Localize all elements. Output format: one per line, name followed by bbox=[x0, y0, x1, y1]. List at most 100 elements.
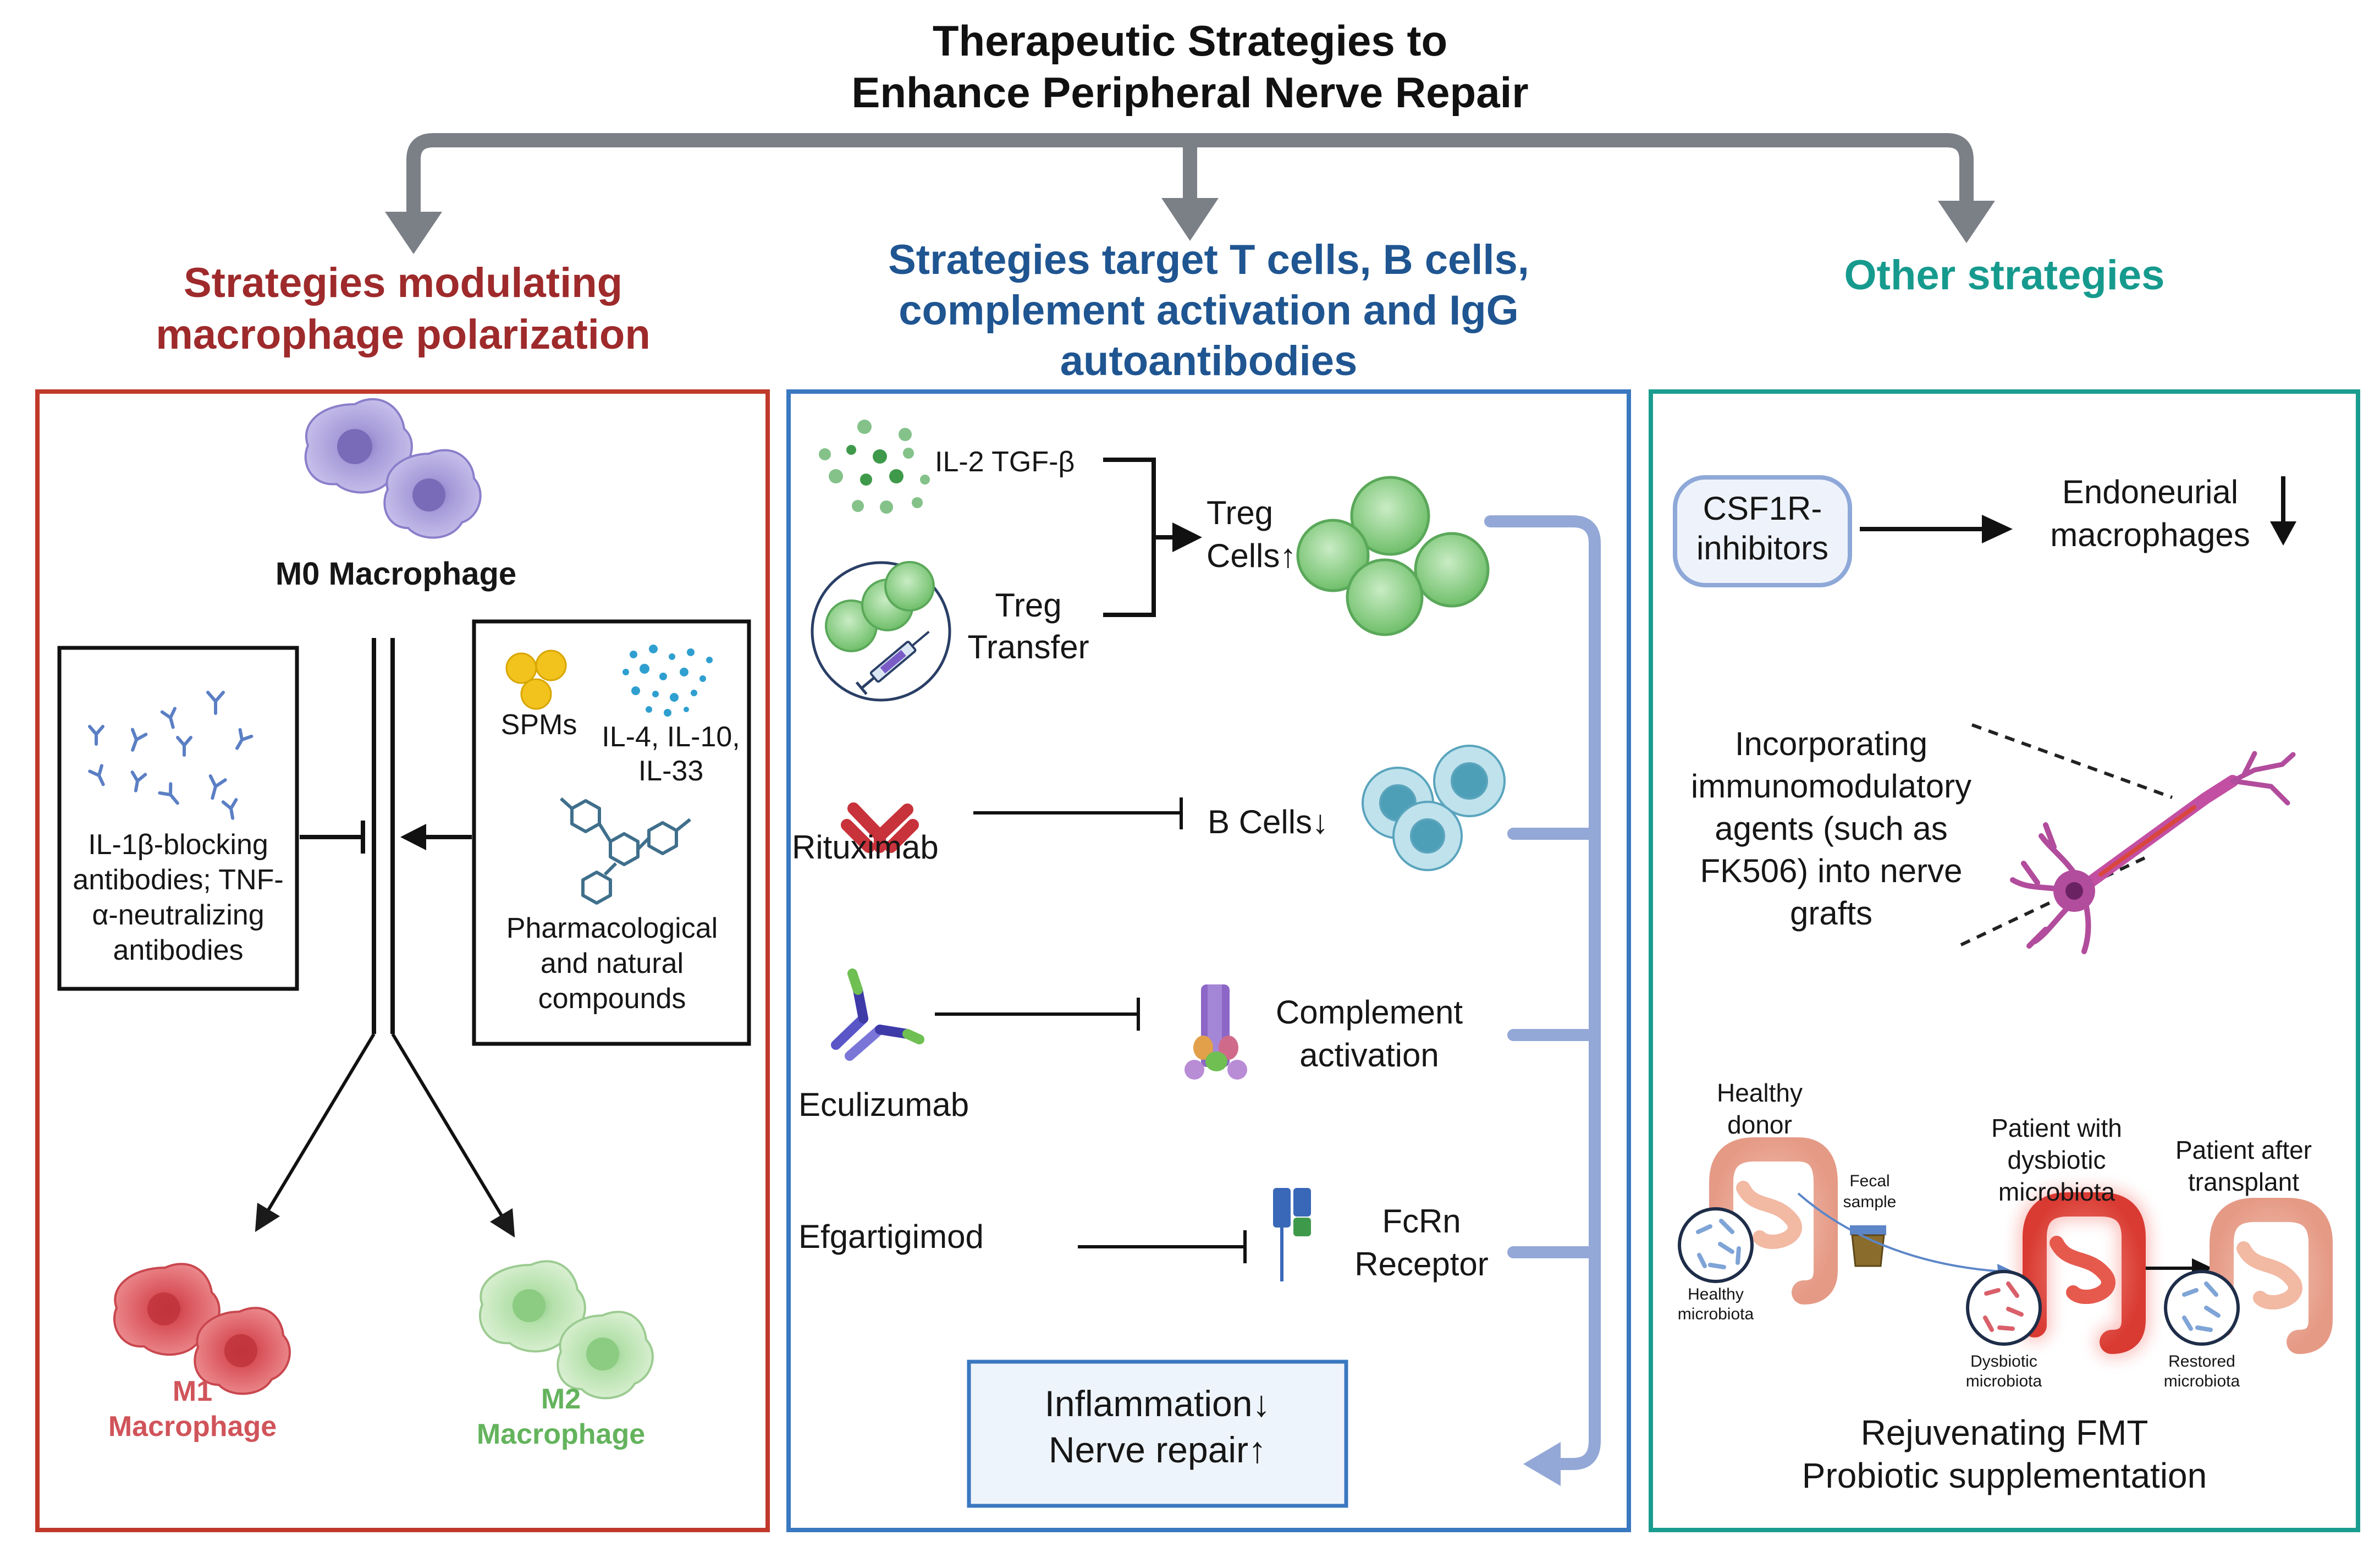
compounds-line-2: and natural bbox=[540, 948, 684, 979]
compounds-line-3: compounds bbox=[538, 983, 686, 1015]
middle-heading-line-1: Strategies target T cells, B cells, bbox=[888, 236, 1529, 283]
left-heading-line-2: macrophage polarization bbox=[156, 311, 651, 358]
fcrn-line-1: FcRn bbox=[1382, 1203, 1461, 1240]
healthy-gut-icon bbox=[1709, 1137, 1838, 1305]
csf1r-line-2: inhibitors bbox=[1696, 530, 1829, 566]
dysbiotic-microbiota-icon bbox=[1966, 1270, 2042, 1346]
fecal-sample-icon bbox=[1850, 1225, 1886, 1267]
fmt-line-2: Probiotic supplementation bbox=[1801, 1456, 2207, 1495]
dysbiotic-microbiota-line-1: Dysbiotic bbox=[1970, 1352, 2037, 1371]
efgartigimod-inhibition bbox=[1078, 1230, 1247, 1263]
restored-microbiota-line-1: Restored bbox=[2168, 1352, 2235, 1371]
patient-after-line-2: transplant bbox=[2188, 1168, 2299, 1196]
rituximab-inhibition bbox=[973, 797, 1183, 829]
figure-title-line-2: Enhance Peripheral Nerve Repair bbox=[851, 68, 1529, 117]
csf1r-line-1: CSF1R- bbox=[1703, 490, 1822, 527]
antibody-cluster-icon bbox=[88, 691, 254, 820]
blocking-antibodies-line-2: antibodies; TNF- bbox=[73, 864, 284, 896]
middle-heading-line-2: complement activation and IgG bbox=[899, 287, 1519, 334]
treg-arrowhead bbox=[1172, 522, 1202, 552]
m2-label-line-2: Macrophage bbox=[476, 1418, 646, 1450]
outcome-box bbox=[967, 1360, 1348, 1508]
healthy-microbiota-line-1: Healthy bbox=[1688, 1285, 1744, 1303]
outcome-line-2: Nerve repair↑ bbox=[1048, 1429, 1267, 1470]
transplant-curve bbox=[1797, 1192, 2002, 1273]
patient-dysbiotic-line-1: Patient with bbox=[1991, 1114, 2122, 1142]
endoneurial-line-1: Endoneurial bbox=[2062, 474, 2239, 510]
endoneurial-line-2: macrophages bbox=[2050, 516, 2250, 553]
healthy-microbiota-line-2: microbiota bbox=[1677, 1305, 1754, 1323]
outcome-line-1: Inflammation↓ bbox=[1044, 1383, 1271, 1424]
m2-macrophage-icon bbox=[479, 1260, 654, 1400]
molecule-icon bbox=[559, 797, 691, 905]
m0-macrophage-label: M0 Macrophage bbox=[275, 556, 517, 592]
m2-label-line-1: M2 bbox=[541, 1383, 581, 1415]
interleukins-line-2: IL-33 bbox=[638, 755, 704, 787]
treg-transfer-line-1: Treg bbox=[995, 587, 1062, 624]
fcrn-receptor-icon bbox=[1273, 1188, 1311, 1281]
merge-arrowhead bbox=[1523, 1442, 1561, 1486]
dysbiotic-gut-icon bbox=[2018, 1188, 2150, 1358]
treg-bracket-arrow bbox=[1103, 458, 1177, 617]
blocking-antibodies-line-1: IL-1β-blocking bbox=[88, 829, 268, 861]
compounds-line-1: Pharmacological bbox=[506, 912, 718, 944]
left-panel bbox=[35, 389, 770, 1532]
blocking-antibodies-line-3: α-neutralizing bbox=[92, 899, 265, 931]
il2-tgfb-label: IL-2 TGF-β bbox=[935, 446, 1075, 478]
complement-complex-icon bbox=[1185, 984, 1247, 1080]
treg-transfer-icon bbox=[811, 561, 951, 702]
figure-title-line-1: Therapeutic Strategies to bbox=[932, 16, 1448, 65]
left-heading-line-1: Strategies modulating bbox=[183, 260, 623, 306]
treg-cells-line-1: Treg bbox=[1206, 494, 1274, 531]
treg-transfer-line-2: Transfer bbox=[967, 629, 1089, 665]
top-branch-arrows bbox=[406, 133, 1974, 224]
healthy-microbiota-icon bbox=[1678, 1207, 1754, 1283]
polarization-arrows bbox=[255, 1033, 515, 1238]
inhibition-bar bbox=[300, 821, 365, 854]
eculizumab-inhibition bbox=[935, 998, 1140, 1031]
m1-label-line-1: M1 bbox=[172, 1375, 213, 1407]
b-cells-label: B Cells↓ bbox=[1208, 803, 1329, 840]
m0-macrophage-icon bbox=[304, 398, 482, 539]
interleukin-dots-icon bbox=[622, 645, 713, 717]
fcrn-line-2: Receptor bbox=[1354, 1246, 1489, 1283]
middle-panel bbox=[786, 389, 1631, 1532]
csf1r-box bbox=[1673, 475, 1852, 587]
down-arrow-icon bbox=[2270, 476, 2296, 546]
healthy-donor-line-1: Healthy bbox=[1717, 1078, 1803, 1107]
anti-inflammatory-box bbox=[472, 619, 751, 1046]
immuno-line-4: FK506) into nerve bbox=[1700, 852, 1963, 889]
patient-dysbiotic-line-3: microbiota bbox=[1998, 1177, 2115, 1206]
fecal-sample-line-1: Fecal bbox=[1849, 1172, 1890, 1190]
promote-arrow bbox=[400, 824, 472, 850]
nerve-graft-icon bbox=[1960, 723, 2296, 954]
immuno-line-5: grafts bbox=[1789, 895, 1873, 932]
cytokine-dots-icon bbox=[819, 420, 930, 514]
restored-microbiota-line-2: microbiota bbox=[2163, 1372, 2240, 1390]
patient-after-line-1: Patient after bbox=[2175, 1136, 2312, 1164]
right-heading: Other strategies bbox=[1844, 252, 2165, 299]
top-arrowheads bbox=[385, 198, 1995, 254]
eculizumab-label: Eculizumab bbox=[798, 1086, 969, 1123]
middle-heading-line-3: autoantibodies bbox=[1060, 338, 1358, 384]
b-cells-icon bbox=[1362, 745, 1506, 871]
polarization-track bbox=[372, 638, 395, 1034]
immuno-line-1: Incorporating bbox=[1734, 725, 1928, 762]
rituximab-antibody-icon bbox=[841, 802, 919, 853]
csf1r-arrow bbox=[1860, 515, 2013, 543]
restored-microbiota-icon bbox=[2164, 1270, 2240, 1346]
fmt-line-1: Rejuvenating FMT bbox=[1860, 1413, 2148, 1452]
complement-line-1: Complement bbox=[1275, 994, 1463, 1031]
healthy-donor-line-2: donor bbox=[1727, 1110, 1792, 1139]
immuno-line-3: agents (such as bbox=[1715, 810, 1948, 847]
dysbiotic-microbiota-line-2: microbiota bbox=[1965, 1372, 2042, 1390]
blocking-antibodies-box bbox=[57, 646, 299, 991]
fecal-sample-line-2: sample bbox=[1843, 1193, 1897, 1211]
restored-gut-icon bbox=[2210, 1198, 2333, 1354]
m1-label-line-2: Macrophage bbox=[108, 1411, 277, 1443]
immuno-line-2: immunomodulatory bbox=[1690, 768, 1972, 805]
treg-cells-line-2: Cells↑ bbox=[1206, 537, 1297, 574]
eculizumab-antibody-icon bbox=[831, 968, 924, 1061]
